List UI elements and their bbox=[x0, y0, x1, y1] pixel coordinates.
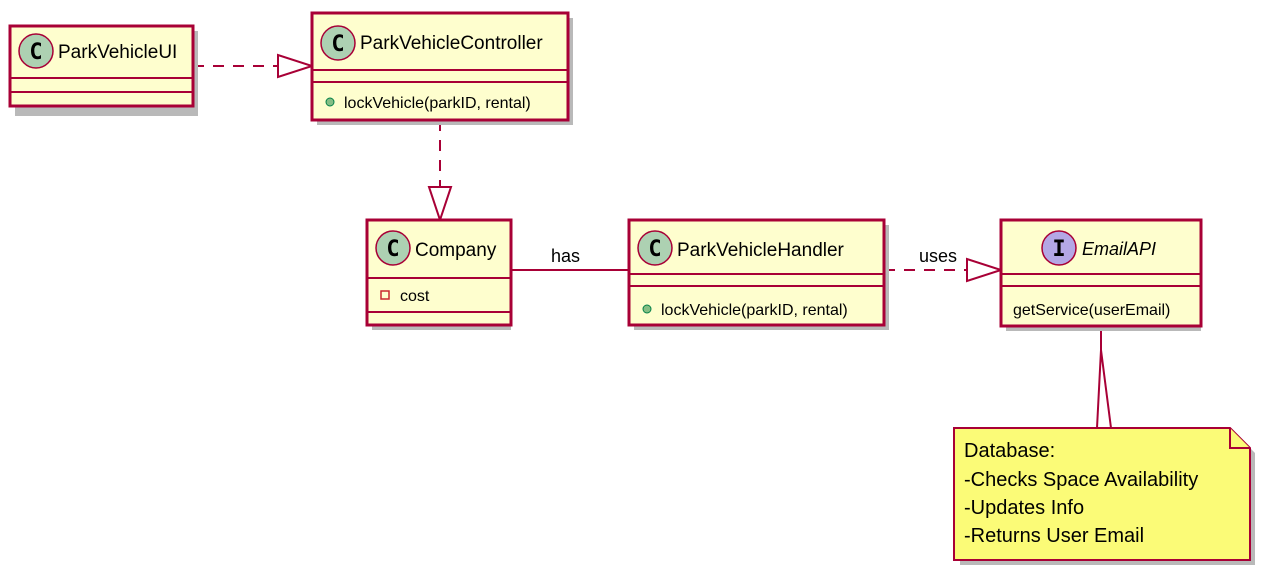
interface-email-api[interactable]: I EmailAPI getService(userEmail) bbox=[999, 218, 1203, 331]
note-database[interactable]: Database: -Checks Space Availability -Up… bbox=[953, 427, 1255, 565]
relation-controller-realizes-company bbox=[427, 120, 453, 224]
note-line: -Checks Space Availability bbox=[964, 469, 1198, 491]
class-box bbox=[310, 11, 570, 122]
class-box bbox=[627, 218, 886, 327]
interface-spot-letter: I bbox=[1052, 237, 1065, 262]
class-name: ParkVehicleController bbox=[360, 33, 543, 54]
open-triangle-arrowhead bbox=[966, 257, 1005, 283]
class-spot-icon bbox=[375, 230, 411, 266]
private-visibility-icon bbox=[380, 290, 390, 300]
class-spot-icon bbox=[637, 230, 673, 266]
interface-spot-icon bbox=[1041, 230, 1077, 266]
class-spot-letter: C bbox=[386, 237, 399, 262]
class-name: ParkVehicleHandler bbox=[677, 240, 845, 261]
note-connector bbox=[1095, 326, 1113, 429]
open-triangle-arrowhead bbox=[427, 186, 453, 224]
class-park-vehicle-ui[interactable]: C ParkVehicleUI bbox=[8, 24, 198, 116]
open-triangle-arrowhead bbox=[277, 53, 316, 79]
class-name: Company bbox=[415, 240, 497, 261]
class-spot-icon bbox=[320, 25, 356, 61]
note-line: -Returns User Email bbox=[964, 525, 1144, 547]
relation-company-has-handler: has bbox=[511, 246, 629, 271]
note-folded-corner bbox=[1229, 428, 1250, 449]
class-spot-letter: C bbox=[331, 32, 344, 57]
relation-label-uses: uses bbox=[919, 246, 957, 266]
relation-ui-realizes-controller bbox=[193, 53, 316, 79]
class-company[interactable]: C Company cost bbox=[365, 218, 513, 330]
method: getService(userEmail) bbox=[1013, 302, 1170, 319]
class-spot-letter: C bbox=[648, 237, 661, 262]
interface-name: EmailAPI bbox=[1082, 239, 1156, 259]
class-spot-letter: C bbox=[29, 40, 42, 65]
class-name: ParkVehicleUI bbox=[58, 42, 177, 63]
method: lockVehicle(parkID, rental) bbox=[661, 302, 848, 319]
field: cost bbox=[400, 288, 430, 305]
public-visibility-icon bbox=[325, 97, 335, 107]
class-park-vehicle-controller[interactable]: C ParkVehicleController lockVehicle(park… bbox=[310, 11, 573, 125]
public-visibility-icon bbox=[642, 304, 652, 314]
class-spot-icon bbox=[18, 33, 54, 69]
method: lockVehicle(parkID, rental) bbox=[344, 95, 531, 112]
note-line: Database: bbox=[964, 440, 1055, 462]
relation-label-has: has bbox=[551, 246, 580, 266]
note-link bbox=[1095, 326, 1113, 429]
note-line: -Updates Info bbox=[964, 497, 1084, 519]
relation-handler-uses-email: uses bbox=[884, 246, 1005, 283]
note-body bbox=[953, 427, 1251, 561]
class-park-vehicle-handler[interactable]: C ParkVehicleHandler lockVehicle(parkID,… bbox=[627, 218, 889, 330]
